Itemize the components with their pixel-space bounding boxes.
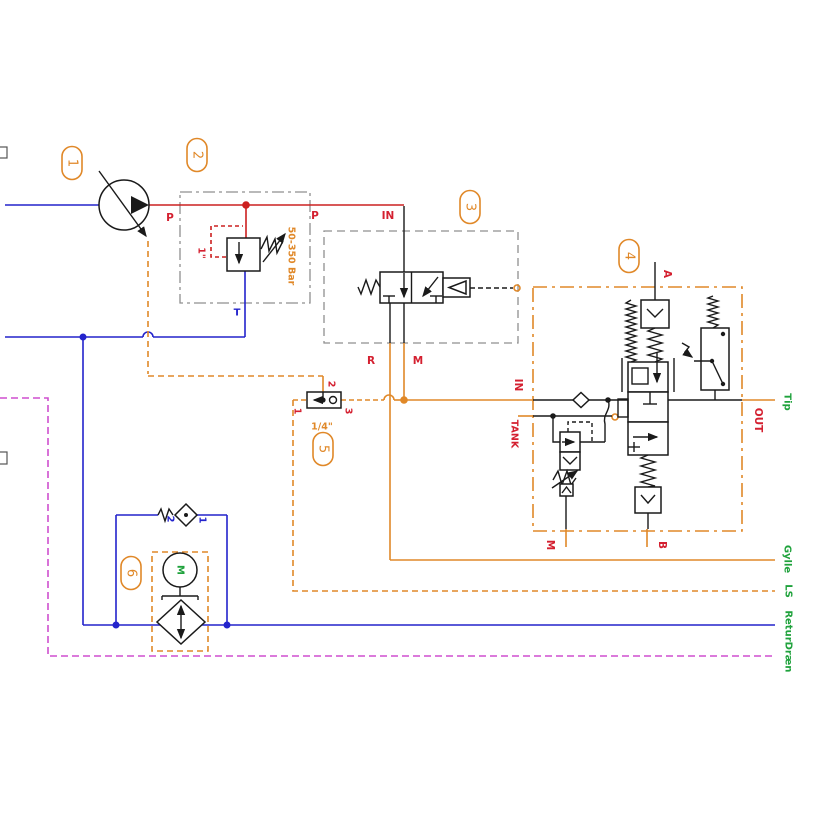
directional-valve-symbol: [357, 206, 513, 343]
motor-filter-symbol: [155, 502, 207, 646]
label-tank-port: TANK: [509, 420, 520, 449]
tag-6: 6: [124, 569, 139, 577]
label-in-valve3: IN: [382, 210, 395, 222]
retur-lines: [5, 204, 775, 629]
label-a-port: A: [661, 270, 673, 279]
component-tags: 1 2 3 4 5 6: [61, 137, 640, 591]
ls-and-work-lines: [147, 241, 775, 592]
label-pilot-port-size: 1": [196, 247, 207, 259]
label-p-line-out: P: [311, 210, 319, 222]
label-net-tip: Tip: [782, 393, 793, 410]
tag-4: 4: [622, 252, 637, 260]
label-m-port-valve3: M: [413, 355, 423, 367]
shuttle-valve-symbol: [306, 391, 342, 409]
sheet-edge-marks: [0, 146, 8, 465]
pump-symbol: [98, 170, 150, 238]
label-v5-port3: 3: [343, 408, 354, 415]
label-motor: M: [175, 565, 186, 575]
label-out-port: OUT: [752, 408, 764, 433]
label-pressure-range: 50-350 Bar: [286, 227, 297, 286]
label-net-gylle: Gylle: [782, 545, 793, 574]
label-c6-port1: 1: [197, 517, 208, 524]
tag-5: 5: [316, 445, 331, 453]
draen-line: [0, 397, 775, 657]
valve-block-internals: [533, 262, 742, 529]
label-p-pump-out: P: [166, 212, 174, 224]
tag-2: 2: [190, 151, 205, 159]
label-v5-size: 1/4": [311, 422, 333, 433]
label-net-draen: Dræn: [783, 642, 794, 673]
label-net-ls: LS: [783, 584, 794, 598]
label-t-port: T: [234, 308, 241, 319]
label-b-port: B: [656, 541, 668, 549]
label-v5-port2: 2: [326, 381, 337, 388]
net-labels: Tip Gylle LS Retur Dræn: [782, 393, 794, 672]
label-m-block-port: M: [544, 540, 556, 550]
motor-filter-enclosure-box: [151, 551, 209, 652]
label-net-retur: Retur: [783, 610, 794, 641]
tag-3: 3: [463, 203, 478, 211]
label-v5-port1: 1: [292, 408, 303, 415]
tag-1: 1: [65, 159, 80, 167]
pressure-lines: [149, 201, 404, 258]
directional-valve-enclosure-box: [323, 230, 519, 344]
valve-block-enclosure-box: [532, 286, 743, 532]
relief-valve-symbol: [226, 232, 286, 272]
label-in-block: IN: [512, 379, 524, 392]
label-r-port: R: [367, 355, 375, 367]
label-c6-port2: 2: [165, 516, 176, 523]
port-labels: P P T 50-350 Bar 1" IN R M 2 1 3 1/4" A …: [165, 210, 765, 575]
